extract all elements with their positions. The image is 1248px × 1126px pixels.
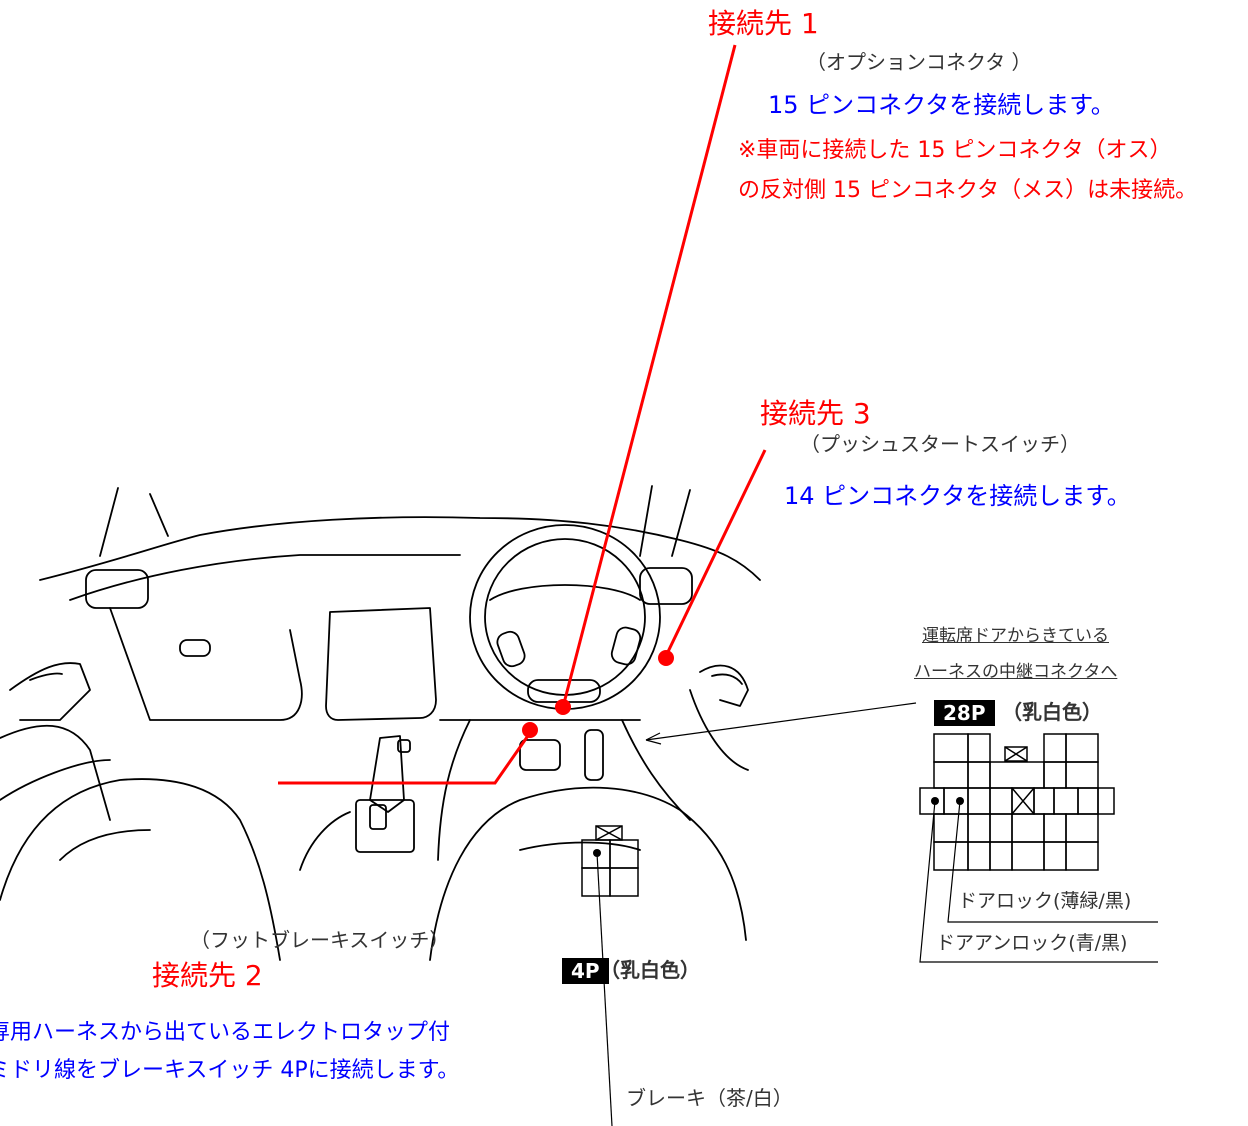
- door-connector-heading-2: ハーネスの中継コネクタへ: [914, 662, 1118, 682]
- left-pillar: [99, 487, 119, 557]
- door-connector-heading-1: 運転席ドアからきている: [922, 626, 1109, 646]
- connection-lines: [278, 44, 767, 785]
- connection3-subtitle: （プッシュスタートスイッチ）: [800, 432, 1080, 456]
- connection2-instruction-2: ミドリ線をブレーキスイッチ 4Pに接続します。: [0, 1058, 460, 1083]
- connection2-dot: [522, 722, 538, 738]
- brake-connector-pin-tag: 4P: [562, 958, 609, 984]
- door-lock-leader: [947, 800, 1158, 923]
- connection3-line: [663, 449, 767, 659]
- steering-wheel: [469, 524, 661, 710]
- right-door: [699, 664, 749, 707]
- left-door: [9, 662, 91, 721]
- connection1-instruction: 15 ピンコネクタを接続します。: [768, 91, 1115, 119]
- dashboard-top: [39, 516, 761, 581]
- connection2-line: [278, 729, 534, 785]
- door-unlock-leader: [919, 800, 1158, 963]
- connection3-instruction: 14 ピンコネクタを接続します。: [784, 482, 1131, 510]
- connection1-dot: [555, 699, 571, 715]
- gear-shifter: [355, 735, 415, 853]
- connection1-note-line1: ※車両に接続した 15 ピンコネクタ（オス）: [738, 138, 1172, 163]
- door-connector-color: （乳白色）: [1002, 700, 1102, 724]
- brake-wire-label: ブレーキ（茶/白）: [626, 1086, 793, 1110]
- left-air-vent: [85, 569, 149, 609]
- right-air-vent: [639, 567, 693, 605]
- connection2-instruction-1: 専用ハーネスから出ているエレクトロタップ付: [0, 1020, 451, 1045]
- connection2-title: 接続先 2: [152, 959, 263, 992]
- door-lock-label: ドアロック(薄緑/黒): [958, 890, 1132, 912]
- door-connector-grid: [919, 733, 1115, 871]
- connection1-title: 接続先 1: [708, 7, 819, 40]
- brake-pedal: [519, 739, 561, 771]
- connection2-subtitle: （フットブレーキスイッチ）: [190, 928, 450, 952]
- brake-leader: [596, 852, 613, 1126]
- right-seat: [429, 786, 747, 961]
- glovebox: [109, 607, 303, 721]
- left-seat: [0, 778, 281, 961]
- door-connector-arrow: [645, 702, 917, 745]
- brake-connector-grid: [581, 825, 639, 897]
- center-panel: [325, 607, 437, 721]
- brake-connector-color: （乳白色）: [600, 958, 700, 982]
- connection1-line: [561, 44, 737, 708]
- connection1-subtitle: （オプションコネクタ ）: [806, 50, 1032, 74]
- door-unlock-label: ドアアンロック(青/黒): [936, 932, 1128, 954]
- connection1-note-line2: の反対側 15 ピンコネクタ（メス）は未接続。: [738, 178, 1198, 203]
- gas-pedal: [584, 729, 604, 781]
- right-pillar: [639, 485, 653, 557]
- connection3-title: 接続先 3: [760, 397, 871, 430]
- connection3-dot: [658, 650, 674, 666]
- door-connector-pin-tag: 28P: [934, 700, 995, 726]
